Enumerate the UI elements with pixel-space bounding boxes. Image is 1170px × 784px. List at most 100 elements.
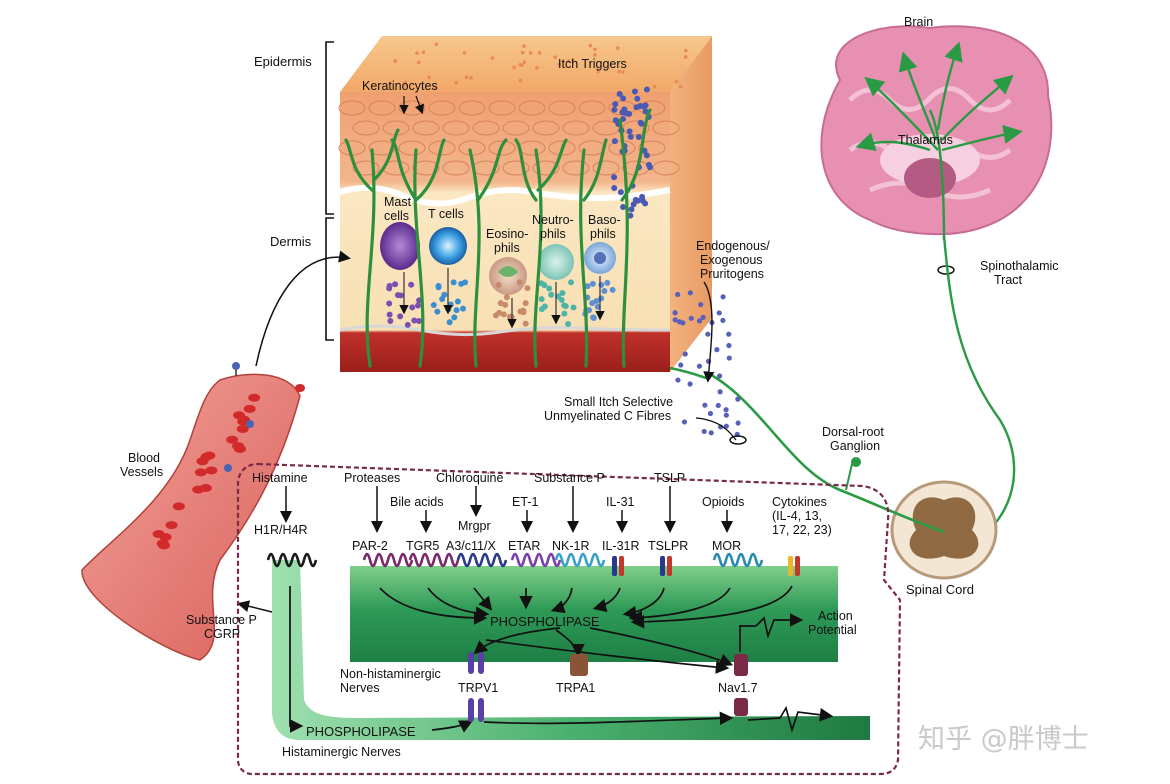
granule (435, 284, 442, 291)
neutrophil (538, 244, 574, 280)
label-neu-2: phils (540, 227, 566, 241)
pruritogen-dot (680, 320, 686, 326)
pruritogen-dot (708, 430, 714, 436)
itch-dot (611, 138, 618, 145)
granule (503, 294, 510, 301)
afferent-fibre (705, 370, 945, 534)
keratinocyte (488, 100, 516, 116)
dermis-bracket (325, 217, 334, 341)
granule (492, 312, 499, 319)
drg-stalk (845, 463, 853, 491)
surface-dot (520, 50, 525, 55)
tract-branch-1 (864, 76, 939, 151)
granule (570, 304, 577, 311)
keratinocyte (488, 140, 516, 156)
keratinocyte (502, 160, 530, 176)
granule (601, 288, 608, 295)
red-blood-cell (200, 452, 213, 461)
pruritogen-dot (714, 347, 720, 353)
channel-trpv1: TRPV1 (458, 681, 498, 695)
red-blood-cell (165, 521, 178, 530)
surface-dot (566, 59, 571, 63)
keratinocyte (472, 120, 500, 136)
keratinocyte (368, 100, 396, 116)
surface-dot (434, 42, 439, 47)
receptor-nk1r: NK-1R (552, 539, 590, 553)
itch-dot (634, 95, 641, 102)
label-phospholipase-bottom: PHOSPHOLIPASE (306, 724, 416, 739)
label-drg-1: Dorsal-root (822, 425, 884, 439)
trpv1-channel-b (478, 652, 484, 674)
receptor-tslpr: TSLPR (648, 539, 688, 553)
surface-dot (490, 56, 495, 60)
layer-brackets (325, 41, 334, 341)
surface-dot (512, 65, 516, 70)
itch-dot (633, 104, 640, 111)
pruritogen-dot (720, 317, 726, 324)
itch-dot (638, 120, 645, 127)
pruritogen-dot (726, 331, 732, 337)
granule (541, 282, 548, 289)
surface-dot (427, 75, 431, 80)
itch-dot (611, 184, 618, 191)
granule (598, 295, 605, 302)
itch-dot (645, 161, 652, 168)
granule (598, 281, 605, 288)
surface-dot (557, 62, 562, 67)
receptor-il31r: IL-31R (602, 539, 640, 553)
spinal-grey-matter (909, 497, 979, 559)
ligand-proteases: Proteases (344, 471, 400, 485)
granule (386, 300, 393, 307)
granule (447, 301, 454, 308)
itch-dot (620, 95, 627, 102)
molecular-panel-border (236, 462, 902, 776)
tract-branch-4 (941, 74, 1014, 141)
label-itch-triggers: Itch Triggers (558, 57, 627, 71)
granule (394, 292, 401, 299)
tslpr-receptor-b (667, 556, 672, 576)
granule (450, 279, 457, 286)
granule (495, 281, 502, 288)
label-thalamus: Thalamus (898, 133, 953, 147)
surface-dot (596, 69, 600, 74)
surface-dot (454, 80, 459, 85)
brain-ventricle (904, 158, 956, 198)
label-spinothalamic-2: Tract (994, 273, 1023, 287)
red-blood-cell (205, 466, 218, 475)
signalling-arrows (289, 585, 834, 733)
trpv1-hist-a (468, 698, 474, 722)
pruritogen-dot (698, 302, 704, 308)
granule (386, 311, 393, 318)
surface-dot (678, 84, 683, 89)
label-spinal-cord: Spinal Cord (906, 582, 974, 597)
kerat-arrow-2 (414, 95, 424, 115)
substance-p-cgrp-arrow (237, 600, 273, 613)
granule (506, 313, 513, 320)
pruritogen-dot (726, 342, 732, 349)
label-substance-p-cgrp-2: CGRP (204, 627, 240, 641)
eosinophil-nucleus (498, 266, 518, 277)
granule (497, 300, 504, 307)
pruritogen-dot (716, 310, 722, 316)
vessel-blue-cell (246, 420, 254, 428)
label-baso-2: phils (590, 227, 616, 241)
granule (561, 310, 568, 317)
surface-dots (393, 42, 688, 90)
surface-dot (393, 59, 398, 63)
label-phospholipase-top: PHOSPHOLIPASE (490, 614, 600, 629)
itch-dot (642, 102, 649, 109)
keratinocyte (398, 100, 426, 116)
surface-dot (415, 51, 419, 56)
tgr5-receptor (408, 552, 460, 568)
red-blood-cells (152, 393, 261, 550)
trpa1-channel (570, 654, 588, 676)
pruritogen-dot (723, 412, 729, 418)
red-blood-cell (233, 411, 246, 420)
surface-dot (684, 48, 688, 53)
surface-dot (674, 79, 679, 84)
label-substance-p-cgrp-1: Substance P (186, 613, 257, 627)
pruritogen-dot (675, 291, 681, 298)
label-action-2: Potential (808, 623, 857, 637)
keratinocyte (638, 140, 666, 156)
keratinocyte (592, 120, 620, 136)
